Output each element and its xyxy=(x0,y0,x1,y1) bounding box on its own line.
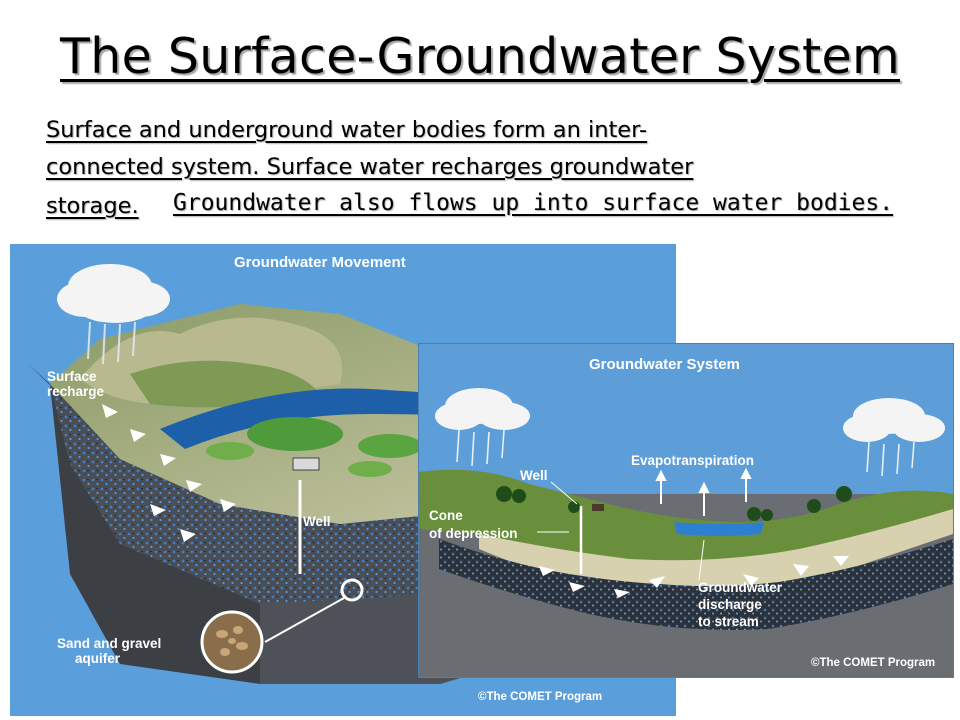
subtitle-line-2: connected system. Surface water recharge… xyxy=(46,154,694,180)
groundwater-system-illustration xyxy=(419,388,953,677)
movement-figure-heading: Groundwater Movement xyxy=(234,254,406,271)
cone-label-line-1: Cone xyxy=(429,508,463,523)
aquifer-label-line-2: aquifer xyxy=(75,651,121,666)
system-figure-heading: Groundwater System xyxy=(589,356,740,373)
subtitle-line-3: storage. xyxy=(46,193,139,219)
subtitle-line-4: Groundwater also flows up into surface w… xyxy=(173,190,894,216)
discharge-label-line-2: discharge xyxy=(698,597,762,612)
system-well-label: Well xyxy=(520,468,548,483)
discharge-label-line-3: to stream xyxy=(698,614,759,629)
surface-recharge-label-line-1: Surface xyxy=(47,369,97,384)
system-copyright: ©The COMET Program xyxy=(811,657,936,669)
groundwater-system-figure: Groundwater System Well Evapotranspirati… xyxy=(418,343,954,678)
slide-title: The Surface-Groundwater System xyxy=(60,28,900,85)
aquifer-label-line-1: Sand and gravel xyxy=(57,636,162,651)
movement-copyright: ©The COMET Program xyxy=(478,691,603,703)
cone-label-line-2: of depression xyxy=(429,526,518,541)
discharge-label-line-1: Groundwater xyxy=(698,580,783,595)
movement-well-label: Well xyxy=(303,514,331,529)
surface-recharge-label-line-2: recharge xyxy=(47,384,105,399)
subtitle-line-1: Surface and underground water bodies for… xyxy=(46,117,648,143)
evapotranspiration-label: Evapotranspiration xyxy=(631,453,755,468)
